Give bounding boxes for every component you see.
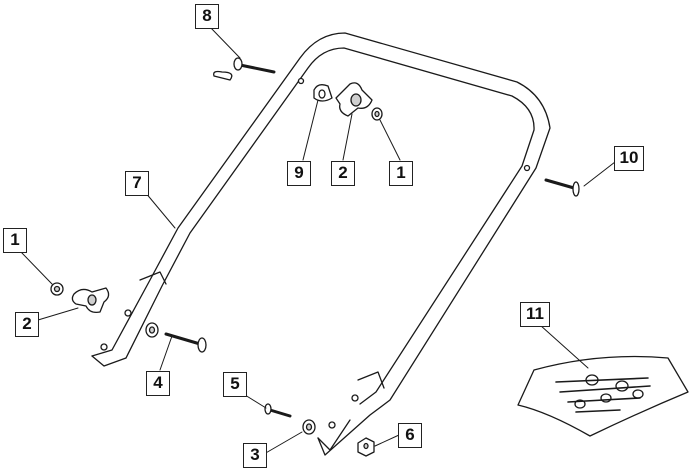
bolt-clip-8 [213, 57, 276, 81]
callout-2: 2 [15, 312, 39, 337]
callout-8: 8 [195, 4, 219, 29]
washer-3 [302, 419, 316, 435]
bolt-4 [145, 322, 207, 353]
spacer-9 [313, 84, 333, 102]
callout-1: 1 [389, 161, 413, 186]
bolt-5 [264, 403, 292, 418]
callout-11: 11 [520, 302, 550, 327]
hardware-bag-11 [517, 355, 689, 437]
knob-2-left [71, 287, 110, 314]
callout-3: 3 [243, 443, 267, 468]
nut-6 [357, 437, 375, 457]
callout-1: 1 [3, 228, 27, 253]
callout-7: 7 [125, 171, 149, 196]
bolt-10 [544, 178, 580, 197]
callout-6: 6 [398, 423, 422, 448]
handle-frame [91, 32, 551, 456]
callout-4: 4 [146, 371, 170, 396]
callout-2: 2 [331, 161, 355, 186]
callout-9: 9 [287, 161, 311, 186]
callout-5: 5 [223, 372, 247, 397]
callout-10: 10 [614, 146, 644, 171]
leader-lines [20, 26, 616, 455]
knob-2-upper [335, 82, 373, 117]
nut-1-left [50, 282, 64, 296]
nut-1-upper [371, 107, 383, 121]
